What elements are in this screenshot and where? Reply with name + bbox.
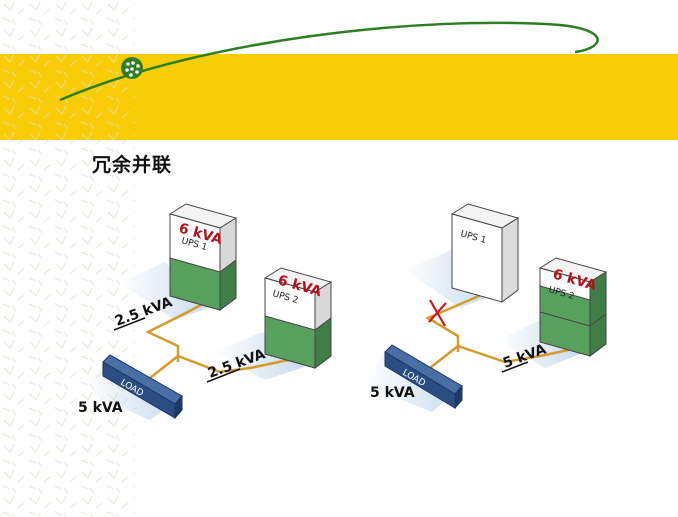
right-diagram: UPS 1 UPS 2 6 kVA 5 kVA LOAD 5 kVA xyxy=(365,203,608,412)
right-ups1: UPS 1 xyxy=(450,203,520,303)
left-load-bar: LOAD xyxy=(102,354,183,420)
right-ups2: UPS 2 6 kVA xyxy=(538,257,608,357)
failed-link-x-icon xyxy=(428,299,447,327)
right-cable-load xyxy=(429,345,459,369)
left-ups2: UPS 2 6 kVA xyxy=(263,267,333,369)
right-load-bar: LOAD xyxy=(384,344,463,410)
left-ups1: UPS 1 6 kVA xyxy=(168,203,238,311)
left-cable-ups1 xyxy=(145,294,219,362)
decorative-arc xyxy=(59,21,599,102)
right-cable-ups1 xyxy=(425,286,498,352)
slide-title: 冗余并联 xyxy=(92,154,173,176)
right-cable-ups2 xyxy=(457,344,579,364)
left-cable-ups2 xyxy=(177,354,299,374)
left-load-value: 5 kVA xyxy=(78,400,123,416)
left-cable-load xyxy=(149,355,179,379)
green-ball-icon xyxy=(121,57,143,79)
left-diagram: UPS 1 6 kVA UPS 2 6 kVA 2.5 kVA 2.5 kVA … xyxy=(78,203,333,420)
right-load-value: 5 kVA xyxy=(370,385,415,401)
